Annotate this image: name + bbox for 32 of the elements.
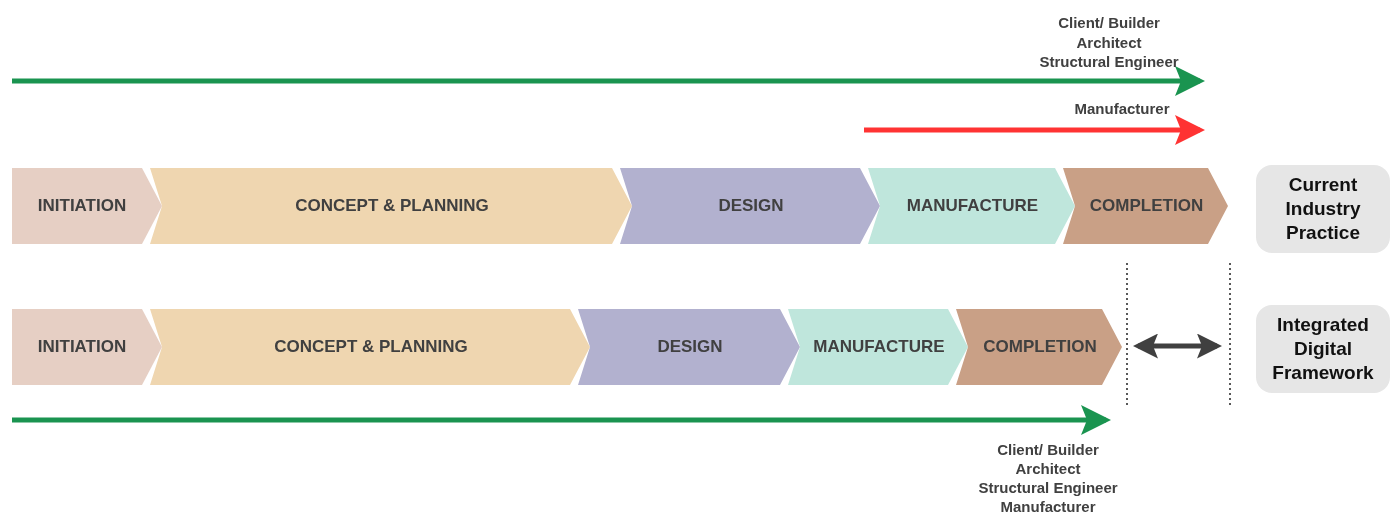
process-step: [620, 168, 880, 244]
phase-label: INITIATION: [37, 337, 127, 357]
phase-label: CONCEPT & PLANNING: [295, 196, 489, 216]
role-label: Structural Engineer: [1039, 53, 1179, 70]
process-step: [1063, 168, 1228, 244]
role-label: Client/ Builder: [1058, 14, 1160, 31]
process-step: [12, 168, 162, 244]
role-label: Manufacturer: [1000, 498, 1096, 513]
phase-label: DESIGN: [718, 196, 784, 216]
phase-label: DESIGN: [657, 337, 723, 357]
process-step: [578, 309, 800, 385]
category-badge: [1256, 165, 1390, 253]
phase-label: CONCEPT & PLANNING: [274, 337, 468, 357]
process-step: [788, 309, 968, 385]
phase-label: MANUFACTURE: [813, 337, 945, 357]
phase-label: MANUFACTURE: [906, 196, 1039, 216]
process-step: [150, 309, 590, 385]
role-label: Architect: [1076, 34, 1142, 51]
phase-label: COMPLETION: [1089, 196, 1204, 216]
category-badge: [1256, 305, 1390, 393]
process-step: [868, 168, 1075, 244]
role-label: Manufacturer: [1074, 100, 1170, 117]
category-label: Integrated Digital Framework: [1271, 313, 1375, 385]
role-label: Architect: [1015, 460, 1081, 477]
process-step: [12, 309, 162, 385]
process-step: [150, 168, 632, 244]
category-label: Current Industry Practice: [1284, 173, 1362, 245]
phase-label: INITIATION: [37, 196, 127, 216]
role-label: Client/ Builder: [997, 441, 1099, 458]
process-step: [956, 309, 1122, 385]
role-label: Structural Engineer: [978, 479, 1118, 496]
phase-label: COMPLETION: [983, 337, 1097, 357]
